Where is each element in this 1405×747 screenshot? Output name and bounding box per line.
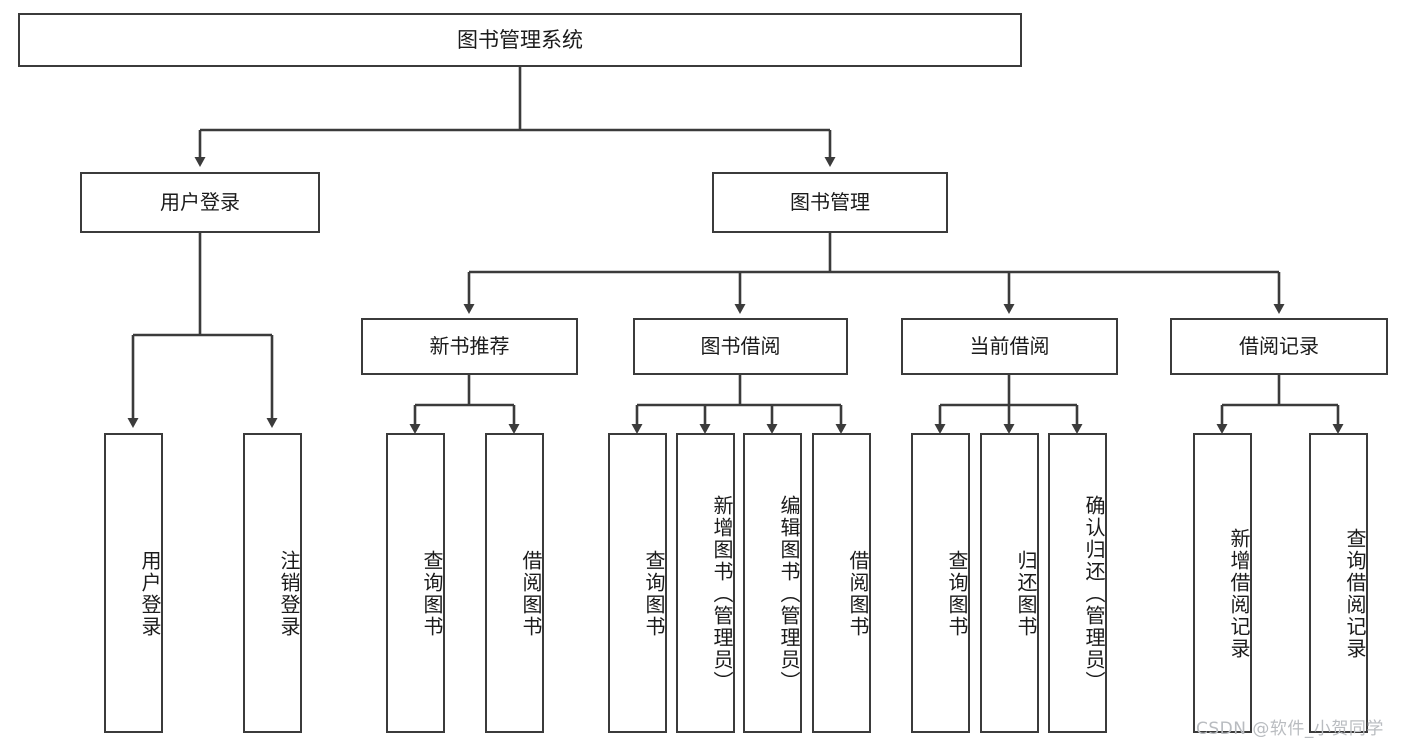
leaf-user-login[interactable]: 用户登录: [104, 433, 163, 733]
node-book-management[interactable]: 图书管理: [712, 172, 948, 233]
leaf-borrow-book-recommend[interactable]: 借阅图书: [485, 433, 544, 733]
leaf-return-book[interactable]: 归还图书: [980, 433, 1039, 733]
node-book-borrow[interactable]: 图书借阅: [633, 318, 848, 375]
leaf-borrow-book[interactable]: 借阅图书: [812, 433, 871, 733]
leaf-add-borrow-record[interactable]: 新增借阅记录: [1193, 433, 1252, 733]
leaf-query-book-recommend[interactable]: 查询图书: [386, 433, 445, 733]
leaf-confirm-return-admin[interactable]: 确认归还（管理员）: [1048, 433, 1107, 733]
node-borrow-record[interactable]: 借阅记录: [1170, 318, 1388, 375]
node-new-book-recommendation[interactable]: 新书推荐: [361, 318, 578, 375]
node-user-login[interactable]: 用户登录: [80, 172, 320, 233]
leaf-query-book-current[interactable]: 查询图书: [911, 433, 970, 733]
leaf-add-book-admin[interactable]: 新增图书（管理员）: [676, 433, 735, 733]
leaf-query-borrow-record[interactable]: 查询借阅记录: [1309, 433, 1368, 733]
node-current-borrow[interactable]: 当前借阅: [901, 318, 1118, 375]
node-root-book-management-system[interactable]: 图书管理系统: [18, 13, 1022, 67]
leaf-logout[interactable]: 注销登录: [243, 433, 302, 733]
leaf-query-book-borrow[interactable]: 查询图书: [608, 433, 667, 733]
leaf-edit-book-admin[interactable]: 编辑图书（管理员）: [743, 433, 802, 733]
watermark-text: CSDN @软件_小贺同学: [1196, 719, 1384, 739]
